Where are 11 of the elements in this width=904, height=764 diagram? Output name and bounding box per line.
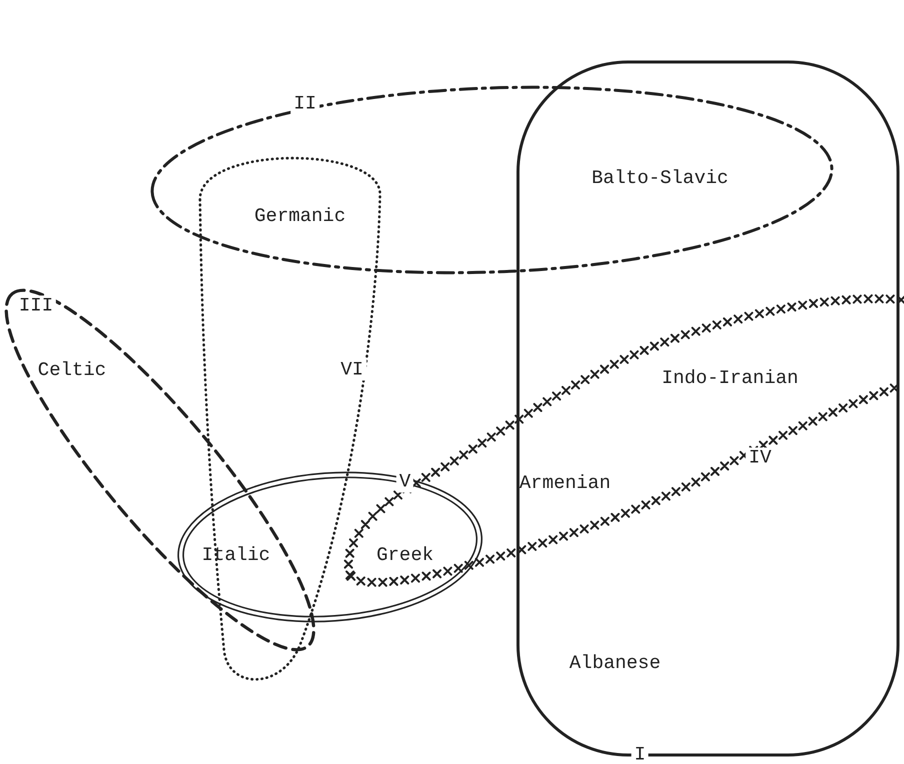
roman-numeral-label: II [290, 94, 320, 114]
language-label: Italic [202, 544, 270, 566]
language-label: Germanic [254, 205, 346, 227]
roman-numeral-label: VI [338, 360, 366, 380]
language-label: Armenian [519, 472, 611, 494]
language-label: Greek [376, 544, 434, 566]
language-label: Albanese [569, 652, 661, 674]
roman-numeral-label: V [396, 472, 414, 492]
language-label: Indo-Iranian [662, 367, 798, 389]
language-label: Celtic [38, 359, 106, 381]
language-label: Balto-Slavic [592, 167, 728, 189]
